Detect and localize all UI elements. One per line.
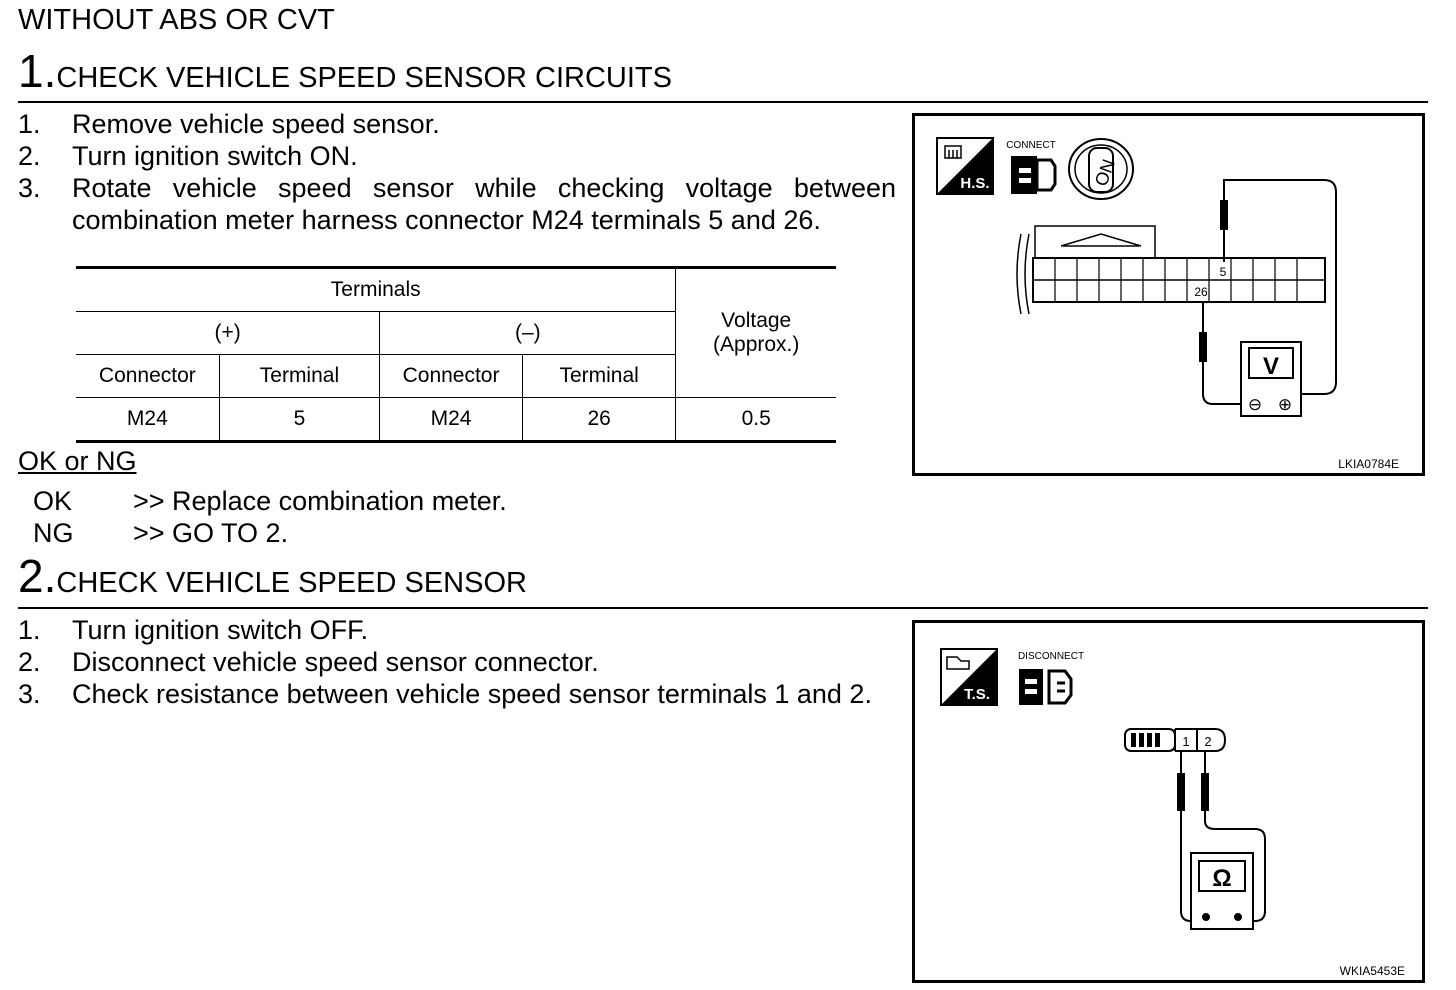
page-header: WITHOUT ABS OR CVT [18,4,335,36]
figure-voltage-check: H.S. CONNECT ON [912,113,1425,476]
probe-wires [1199,179,1337,405]
step-number: 2. [18,141,41,171]
section-1-heading: 1.CHECK VEHICLE SPEED SENSOR CIRCUITS [18,44,672,98]
disconnect-icon: DISCONNECT [1018,651,1084,705]
sensor-connector: 1 2 [1124,728,1227,752]
section-2-rule [18,607,1428,609]
step-text: Disconnect vehicle speed sensor connecto… [72,647,599,677]
pin-5-label: 5 [1220,265,1227,279]
section-1-rule [18,101,1428,103]
meter-label: V [1263,353,1279,380]
pos-terminal-cell: 5 [218,397,381,443]
result-ng: NG >> GO TO 2. [18,518,288,549]
result-code: OK [33,486,73,516]
result-text: >> GO TO 2. [133,518,289,548]
ohmmeter-icon: Ω [1190,852,1254,930]
section-2-number: 2. [18,550,57,602]
voltage-header-line1: Voltage [721,309,792,332]
step-item: 1. Turn ignition switch OFF. [18,614,896,646]
step-text: Rotate vehicle speed sensor while checki… [72,173,896,235]
step-number: 1. [18,109,41,139]
section-2-steps: 1. Turn ignition switch OFF. 2. Disconne… [18,614,896,710]
pos-terminal-header: Terminal [218,354,381,398]
pos-connector-cell: M24 [76,397,220,443]
result-ok: OK >> Replace combination meter. [18,486,507,517]
pin-2-label: 2 [1204,734,1211,749]
step-number: 3. [18,173,41,203]
pin-1-label: 1 [1182,734,1189,749]
section-1-title: CHECK VEHICLE SPEED SENSOR CIRCUITS [56,62,672,94]
step-number: 3. [18,679,41,709]
harness-connector: 5 26 [1016,225,1326,315]
voltage-cell: 0.5 [675,397,836,443]
step-item: 1. Remove vehicle speed sensor. [18,108,896,140]
step-item: 3. Rotate vehicle speed sensor while che… [18,172,896,236]
step-item: 2. Disconnect vehicle speed sensor conne… [18,646,896,678]
step-item: 2. Turn ignition switch ON. [18,140,896,172]
result-code: NG [33,518,74,548]
neg-terminal-header: Terminal [521,354,676,398]
step-number: 2. [18,647,41,677]
neg-connector-cell: M24 [379,397,523,443]
section-1-number: 1. [18,45,57,97]
ignition-on-icon: ON [1068,138,1134,200]
terminal-side-icon: T.S. [940,648,998,706]
section-2-title: CHECK VEHICLE SPEED SENSOR [56,567,527,599]
neg-terminal-cell: 26 [521,397,677,443]
pin-26-label: 26 [1194,285,1208,299]
table-row: M24 5 M24 26 0.5 [76,397,836,443]
voltage-header-line2: (Approx.) [713,333,800,356]
step-text: Turn ignition switch OFF. [72,615,369,645]
meter-plus: ⊕ [1278,395,1292,414]
step-text: Remove vehicle speed sensor. [72,109,440,139]
voltage-header: Voltage (Approx.) [675,266,836,398]
neg-connector-header: Connector [379,354,523,398]
meter-minus: ⊖ [1248,395,1262,414]
step-item: 3. Check resistance between vehicle spee… [18,678,896,710]
step-text: Turn ignition switch ON. [72,141,358,171]
disconnect-label: DISCONNECT [1018,651,1084,662]
plus-header: (+) [76,311,381,355]
step-number: 1. [18,615,41,645]
pos-connector-header: Connector [76,354,220,398]
connect-icon: CONNECT [1006,140,1057,194]
section-2-heading: 2.CHECK VEHICLE SPEED SENSOR [18,549,527,603]
meter-label: Ω [1212,865,1231,892]
step-text: Check resistance between vehicle speed s… [72,679,872,709]
figure-resistance-check: T.S. DISCONNECT 1 2 [912,620,1425,983]
section-1-steps: 1. Remove vehicle speed sensor. 2. Turn … [18,108,896,236]
voltage-spec-table: Terminals Voltage (Approx.) (+) (–) Conn… [76,266,836,443]
figure-code: WKIA5453E [1340,964,1405,978]
voltmeter-icon: V ⊖ ⊕ [1240,341,1302,417]
result-text: >> Replace combination meter. [133,486,507,516]
harness-side-icon: H.S. [936,137,994,195]
ok-ng-label: OK or NG [18,446,137,476]
ts-label: T.S. [964,686,990,703]
terminals-header: Terminals [76,266,677,312]
connect-label: CONNECT [1006,140,1055,151]
minus-header: (–) [379,311,676,355]
figure-code: LKIA0784E [1338,457,1399,471]
hs-label: H.S. [960,175,989,192]
